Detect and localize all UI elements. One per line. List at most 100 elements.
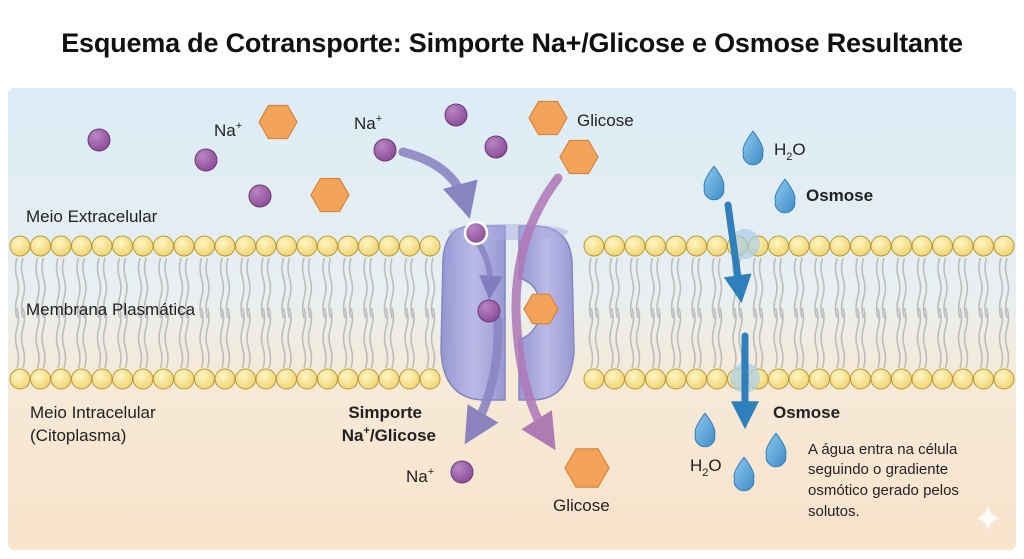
lipid-head — [173, 368, 195, 390]
lipid-tail — [650, 307, 655, 369]
lipid-tail — [328, 257, 333, 319]
lipid-head — [378, 235, 400, 257]
lipid-tail — [225, 307, 231, 369]
lipid-tail — [594, 257, 600, 319]
lipid-tail — [260, 257, 266, 319]
lipid-head — [891, 235, 912, 257]
lipid-tail — [369, 307, 374, 369]
lipid-tail — [281, 307, 286, 369]
lipid-head — [9, 368, 31, 390]
lipid-tail — [717, 307, 723, 369]
sodium-ion — [484, 135, 508, 159]
lipid-tail — [246, 307, 251, 369]
lipid-tail — [205, 257, 210, 319]
lipid-tail — [676, 307, 682, 369]
lipid-tail — [758, 257, 764, 319]
lipid-head — [645, 235, 666, 257]
lipid-tail — [117, 307, 122, 369]
lipid-tail — [260, 307, 266, 369]
sparkle-icon — [976, 505, 1000, 531]
lipid-head — [399, 368, 420, 390]
label-membrane: Membrana Plasmática — [26, 300, 196, 319]
lipid-head — [952, 368, 974, 390]
lipid-head — [973, 235, 994, 257]
lipid-head — [583, 368, 605, 390]
lipid-tail — [389, 257, 395, 319]
lipid-head — [30, 235, 51, 257]
lipid-tail — [814, 307, 819, 369]
lipid-tail — [410, 257, 415, 319]
label-symporter-species: Na+/Glicose — [342, 425, 436, 445]
lipid-head — [870, 368, 892, 390]
lipid-tail — [881, 257, 887, 319]
lipid-tail — [55, 257, 61, 319]
lipid-tail — [225, 257, 231, 319]
glucose-molecule — [559, 139, 599, 175]
lipid-head — [973, 368, 994, 390]
lipid-tail — [178, 307, 184, 369]
lipid-head — [91, 368, 113, 390]
lipid-heads-outer — [9, 235, 1015, 257]
lipid-head — [829, 368, 851, 390]
note-line-4: solutos. — [808, 503, 860, 520]
lipid-head — [891, 368, 912, 390]
lipid-tail — [348, 257, 354, 319]
lipid-tail — [998, 307, 1004, 369]
lipid-head — [829, 235, 851, 257]
lipid-head — [194, 368, 215, 390]
lipid-head — [255, 235, 277, 257]
lipid-tail — [322, 307, 327, 369]
lipid-tail — [14, 307, 20, 369]
lipid-tail — [943, 307, 948, 369]
lipid-tail — [383, 307, 389, 369]
lipid-tail — [117, 257, 122, 319]
sodium-ion — [444, 103, 468, 127]
lipid-tail — [143, 257, 149, 319]
lipid-tail — [594, 307, 600, 369]
lipid-tail — [363, 307, 368, 369]
lipid-head — [809, 368, 830, 390]
lipid-tail — [82, 257, 87, 319]
lipid-tail — [14, 257, 20, 319]
lipid-head — [317, 368, 338, 390]
lipid-tail — [676, 257, 682, 319]
water-droplet — [733, 456, 755, 492]
label-osmosis-bottom: Osmose — [773, 403, 840, 422]
glucose-molecule — [258, 104, 298, 140]
lipid-tail — [41, 257, 46, 319]
lipid-tail — [861, 257, 866, 319]
lipid-head — [850, 368, 871, 390]
lipid-tail — [102, 257, 108, 319]
lipid-head — [112, 368, 133, 390]
glucose-molecule — [564, 448, 610, 488]
lipid-tail — [266, 257, 272, 319]
lipid-tail — [773, 307, 778, 369]
lipid-head — [132, 235, 154, 257]
lipid-tail — [943, 257, 948, 319]
lipid-tail — [240, 257, 245, 319]
label-water-top: H2O — [774, 140, 806, 163]
label-sodium-top-left: Na+ — [214, 120, 242, 140]
lipid-tail — [35, 257, 40, 319]
lipid-tail — [635, 307, 641, 369]
lipid-tail — [287, 257, 292, 319]
lipid-tail — [656, 307, 661, 369]
lipid-tail — [937, 307, 942, 369]
lipid-tail — [342, 307, 348, 369]
lipid-tail — [424, 307, 430, 369]
lipid-tail — [123, 257, 128, 319]
lipid-head — [337, 235, 359, 257]
lipid-tail — [164, 307, 169, 369]
lipid-tail — [158, 307, 163, 369]
lipid-tail — [404, 307, 409, 369]
lipid-head — [604, 235, 625, 257]
lipid-tail — [164, 257, 169, 319]
lipid-tail — [752, 307, 758, 369]
sodium-ion — [194, 148, 218, 172]
lipid-tail — [281, 257, 286, 319]
label-extracellular: Meio Extracelular — [26, 207, 158, 226]
lipid-tail — [629, 307, 635, 369]
lipid-tail — [35, 307, 40, 369]
lipid-head — [624, 235, 646, 257]
